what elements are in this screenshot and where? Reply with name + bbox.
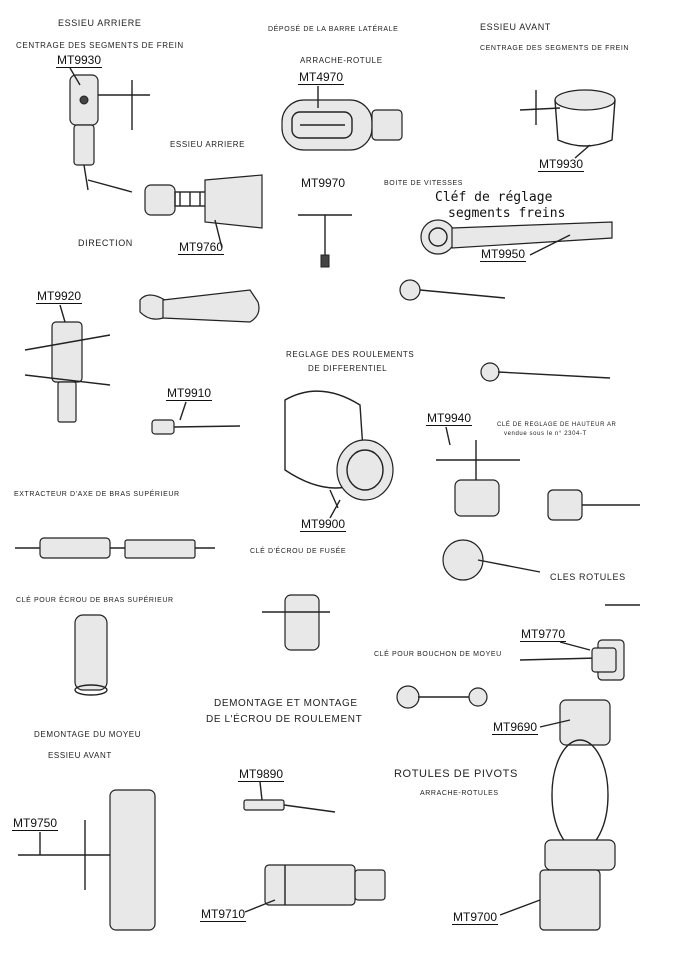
label-cle-hauteur-1: CLÉ DE REGLAGE DE HAUTEUR AR	[497, 422, 617, 428]
code-mt9770: MT9770	[520, 627, 567, 642]
code-mt9890: MT9890	[238, 767, 285, 782]
label-centrage-frein-left: CENTRAGE DES SEGMENTS DE FREIN	[16, 41, 184, 50]
code-mt9970: MT9970	[301, 176, 346, 190]
code-mt4970: MT4970	[298, 70, 345, 85]
code-mt9910: MT9910	[166, 386, 213, 401]
stub-axle-nut-key-illustration	[262, 594, 330, 651]
label-rotules-pivots: ROTULES DE PIVOTS	[394, 768, 518, 780]
label-cle-ecrou-fusee: CLÉ D'ÉCROU DE FUSÉE	[250, 548, 347, 555]
axle-extractor-illustration	[15, 537, 215, 559]
code-mt9710: MT9710	[200, 907, 247, 922]
code-mt9950: MT9950	[480, 247, 527, 262]
mt9930-right-illustration	[519, 89, 616, 147]
mt9890-illustration	[243, 799, 336, 813]
mt9970-illustration	[298, 214, 352, 268]
mt4970-illustration	[281, 99, 403, 151]
label-reglage-roulements-1: REGLAGE DES ROULEMENTS	[286, 350, 415, 359]
label-extracteur-axe: EXTRACTEUR D'AXE DE BRAS SUPÉRIEUR	[14, 491, 180, 498]
code-mt9940: MT9940	[426, 411, 473, 426]
label-cle-ecrou-bras: CLÉ POUR ÉCROU DE BRAS SUPÉRIEUR	[16, 597, 174, 604]
upper-arm-nut-key-illustration	[74, 614, 108, 696]
label-depose-barre: DÉPOSÉ DE LA BARRE LATÉRALE	[268, 26, 399, 33]
label-cle-bouchon-moyeu: CLÉ POUR BOUCHON DE MOYEU	[374, 651, 502, 658]
code-mt9690: MT9690	[492, 720, 539, 735]
label-clef-reglage-1: Cléf de réglage	[435, 190, 553, 205]
label-cles-rotules: CLES ROTULES	[550, 572, 626, 582]
mt9760-illustration	[144, 174, 263, 229]
label-essieu-arriere-mid: ESSIEU ARRIERE	[170, 140, 246, 149]
label-centrage-frein-right: CENTRAGE DES SEGMENTS DE FREIN	[480, 45, 630, 52]
mt9930-left-illustration	[69, 74, 150, 193]
code-mt9920: MT9920	[36, 289, 83, 304]
mt9710-illustration	[264, 864, 386, 906]
label-essieu-avant-low: ESSIEU AVANT	[48, 751, 112, 760]
code-mt9760: MT9760	[178, 240, 225, 255]
mt9940-illustration	[436, 440, 520, 517]
label-demontage-ecrou-2: DE L'ÉCROU DE ROULEMENT	[206, 714, 363, 725]
label-arrache-rotule: ARRACHE-ROTULE	[300, 56, 383, 65]
label-boite-vitesses: BOITE DE VITESSES	[384, 180, 464, 187]
code-mt9700: MT9700	[452, 910, 499, 925]
hub-cap-key-illustration	[396, 685, 488, 709]
label-demontage-moyeu: DEMONTAGE DU MOYEU	[34, 730, 142, 739]
mt9690-mt9700-illustration	[539, 699, 616, 931]
mt9920-illustration	[24, 321, 111, 423]
mt9770-illustration	[519, 647, 617, 673]
mt9900-illustration	[284, 390, 394, 509]
label-reglage-roulements-2: DE DIFFERENTIEL	[308, 364, 388, 373]
label-essieu-avant-top: ESSIEU AVANT	[480, 22, 551, 32]
code-mt9750: MT9750	[12, 816, 59, 831]
code-mt9930-right: MT9930	[538, 157, 585, 172]
label-cle-hauteur-2: vendue sous le n° 2304-T	[504, 431, 587, 437]
label-direction: DIRECTION	[78, 238, 133, 248]
code-mt9930-left: MT9930	[56, 53, 103, 68]
height-adjust-key-illustration	[547, 489, 640, 521]
label-essieu-arriere-top: ESSIEU ARRIERE	[58, 18, 142, 28]
gearbox-key-illustration	[399, 279, 506, 301]
code-mt9900: MT9900	[300, 517, 347, 532]
label-clef-reglage-2: segments freins	[448, 206, 566, 221]
hook-wrench-illustration	[480, 362, 611, 382]
mt9910-illustration	[151, 419, 241, 435]
label-arrache-rotules: ARRACHE-ROTULES	[420, 790, 499, 797]
label-demontage-ecrou-1: DEMONTAGE ET MONTAGE	[214, 698, 358, 709]
mt9750-illustration	[18, 789, 156, 931]
ball-joint-socket-illustration	[442, 539, 541, 581]
open-end-wrench-illustration	[139, 289, 260, 323]
